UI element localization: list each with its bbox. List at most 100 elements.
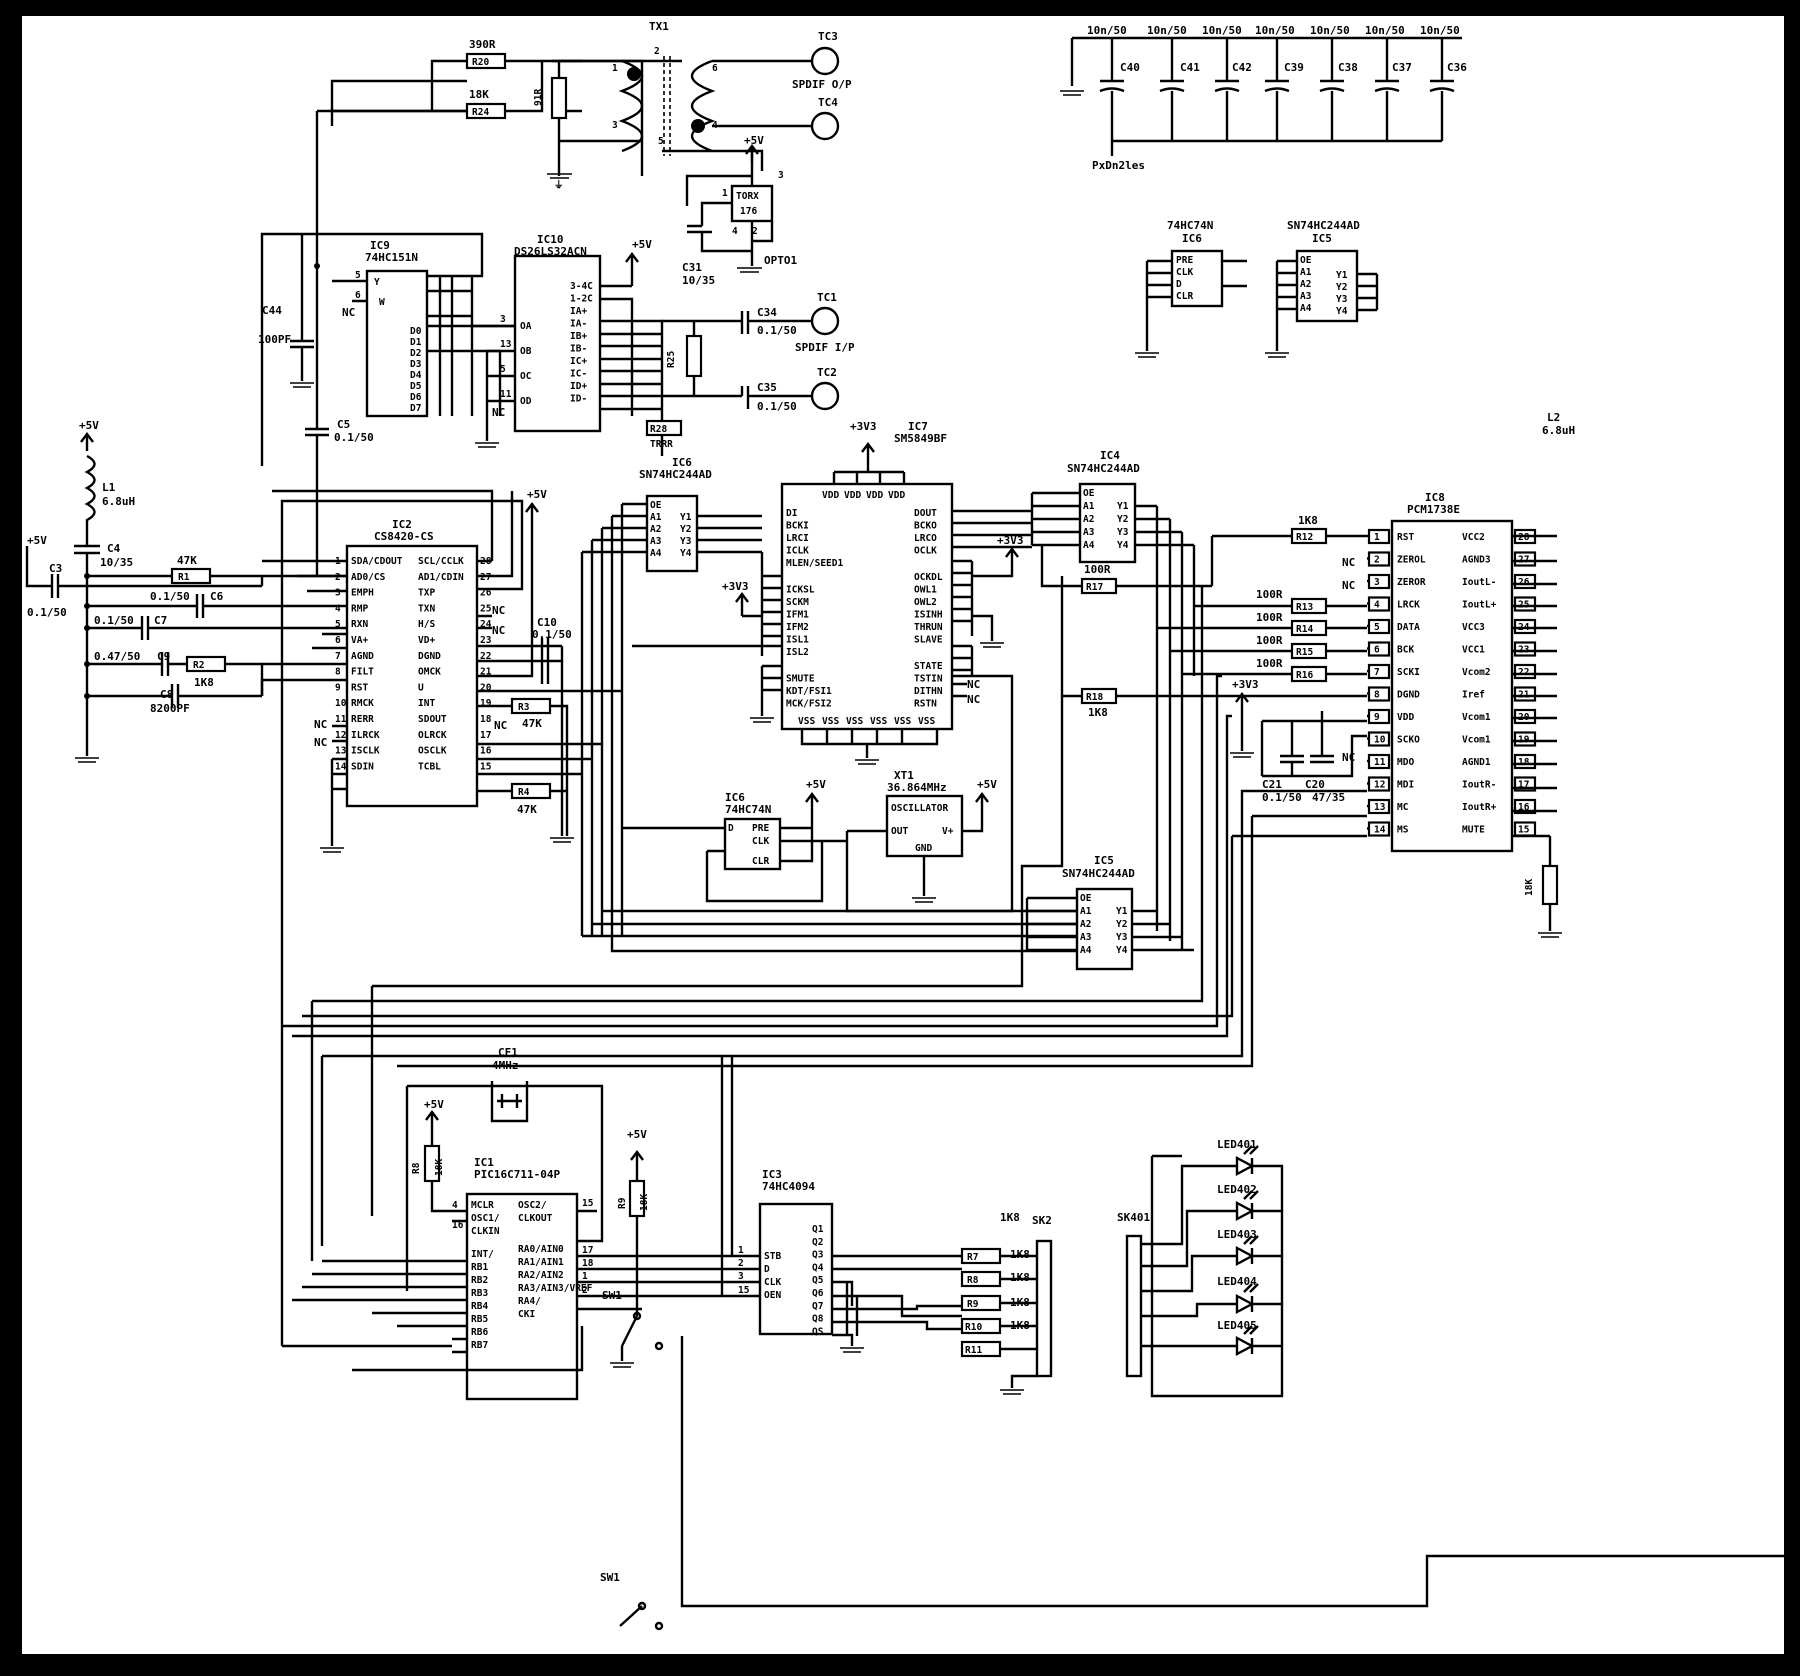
schematic-sheet: R20 390R R24 18K 91R ⏚ TX1 1 2 3 4 5 6 T… xyxy=(22,16,1784,1654)
svg-text:R8: R8 xyxy=(967,1275,979,1286)
resistor-r3 xyxy=(510,697,552,715)
svg-text:100R: 100R xyxy=(1256,588,1283,601)
ic3-pin-right-q4: Q4 xyxy=(812,1262,824,1273)
svg-text:1K8: 1K8 xyxy=(1010,1271,1030,1284)
led-symbol-3 xyxy=(1222,1235,1262,1266)
ic8-pin-num-1: 1 xyxy=(1374,532,1380,543)
ic3-pin-right-q7: Q7 xyxy=(812,1301,823,1312)
ic7-pin-right-4: OCKDL xyxy=(914,572,943,583)
svg-text:TORX: TORX xyxy=(736,191,759,202)
svg-text:Y3: Y3 xyxy=(1116,932,1128,943)
ic8-pin-num-14: 14 xyxy=(1374,825,1386,836)
ic2-pin-right-16: OSCLK xyxy=(418,746,447,757)
svg-text:3: 3 xyxy=(738,1271,744,1282)
ic1-pin-left-0: MCLR xyxy=(471,1200,494,1211)
svg-text:1K8: 1K8 xyxy=(1088,706,1108,719)
svg-text:18K: 18K xyxy=(1524,879,1535,896)
led-symbol-2 xyxy=(1222,1190,1262,1221)
svg-text:R9: R9 xyxy=(967,1299,979,1310)
svg-text:18K: 18K xyxy=(434,1159,445,1176)
ic1-pin-left-5: RB2 xyxy=(471,1275,488,1286)
svg-text:SN74HC244AD: SN74HC244AD xyxy=(1287,219,1360,232)
ic8-pin-box-16 xyxy=(1513,798,1537,815)
svg-text:C41: C41 xyxy=(1180,61,1200,74)
svg-text:Y2: Y2 xyxy=(1116,919,1127,930)
ic8-pin-9: VDD xyxy=(1397,712,1414,723)
svg-text:0.1/50: 0.1/50 xyxy=(757,324,797,337)
svg-text:NC: NC xyxy=(967,693,980,706)
cap-bank-plate-2 xyxy=(1214,79,1240,116)
svg-text:PRE: PRE xyxy=(1176,255,1193,266)
svg-text:C35: C35 xyxy=(757,381,777,394)
ic7-vss-4: VSS xyxy=(894,716,911,727)
connector-sk401-leds: SK401 LED401 LED402 LED403 LED404 LED405 xyxy=(1117,1138,1284,1398)
svg-text:Y3: Y3 xyxy=(1117,527,1129,538)
svg-text:C8: C8 xyxy=(160,688,173,701)
svg-text:A4: A4 xyxy=(1080,945,1092,956)
ic7-pin-right-7: ISINH xyxy=(914,610,943,621)
ic2-pin-left-5: RXN xyxy=(351,619,368,630)
svg-text:R12: R12 xyxy=(1296,532,1313,543)
c31-ref: C31 xyxy=(682,261,702,274)
svg-text:IC6: IC6 xyxy=(672,456,692,469)
ic2-pin-num-27: 27 xyxy=(480,572,491,583)
circuit-schematic: R20 390R R24 18K 91R ⏚ TX1 1 2 3 4 5 6 T… xyxy=(25,20,1784,1631)
ic8-pin-box-21 xyxy=(1513,686,1537,702)
ic7-vss-3: VSS xyxy=(870,716,887,727)
ic7-vss-0: VSS xyxy=(798,716,815,727)
ic8-pin-num-5: 5 xyxy=(1374,622,1380,633)
ic9-pin-d3: D3 xyxy=(410,359,422,370)
svg-text:C20: C20 xyxy=(1305,778,1325,791)
ic1-pin-right-2: RA0/AIN0 xyxy=(518,1244,564,1255)
svg-text:C36: C36 xyxy=(1447,61,1467,74)
svg-text:IC6: IC6 xyxy=(1182,232,1202,245)
svg-text:TRRR: TRRR xyxy=(650,439,673,450)
ic2-pin-right-23: VD+ xyxy=(418,635,435,646)
ic3-pin-right-q5: Q5 xyxy=(812,1275,824,1286)
ic10-ds26ls32acn: IC10 DS26LS32ACN OAOBOCOD3-4C1-2CIA+IA-I… xyxy=(472,233,855,456)
svg-text:IC1: IC1 xyxy=(474,1156,494,1169)
ic8-pin-num-18: 18 xyxy=(1518,757,1530,768)
svg-text:R16: R16 xyxy=(1296,670,1313,681)
svg-text:IC5: IC5 xyxy=(1094,854,1114,867)
svg-text:PxDn2les: PxDn2les xyxy=(1092,159,1145,172)
svg-text:L2: L2 xyxy=(1547,411,1560,424)
ic6-74hc74-mid: IC6 74HC74N PRE CLK D CLR +5V xyxy=(622,778,847,903)
ic8-pin-box-23 xyxy=(1513,641,1537,657)
svg-text:+3V3: +3V3 xyxy=(722,580,749,593)
svg-text:0.1/50: 0.1/50 xyxy=(27,606,67,619)
svg-text:NC: NC xyxy=(1342,579,1355,592)
svg-text:5: 5 xyxy=(500,364,506,375)
svg-text:W: W xyxy=(379,297,385,308)
ic3-pin-left-d: D xyxy=(764,1264,770,1275)
ic7-pin-right-10: STATE xyxy=(914,661,943,672)
svg-text:C37: C37 xyxy=(1392,61,1412,74)
svg-text:100PF: 100PF xyxy=(258,333,291,346)
svg-text:A4: A4 xyxy=(1083,540,1095,551)
svg-text:1: 1 xyxy=(738,1245,744,1256)
svg-text:0.1/50: 0.1/50 xyxy=(150,590,190,603)
svg-text:Y4: Y4 xyxy=(1116,945,1128,956)
ic10-pin-8: ID+ xyxy=(570,381,587,392)
ic10-pin-1: 1-2C xyxy=(570,294,593,305)
ic2-pin-left-14: SDIN xyxy=(351,761,374,772)
svg-text:TC1: TC1 xyxy=(817,291,837,304)
ic3-pin-right-q8: Q8 xyxy=(812,1314,824,1325)
svg-text:R10: R10 xyxy=(965,1322,982,1333)
svg-text:A4: A4 xyxy=(1300,303,1312,314)
ic7-pin-left-3: ICLK xyxy=(786,546,809,557)
ic8-pin-num-10: 10 xyxy=(1374,735,1386,746)
svg-text:LED403: LED403 xyxy=(1217,1228,1257,1241)
svg-text:+5V: +5V xyxy=(424,1098,444,1111)
svg-text:LED404: LED404 xyxy=(1217,1275,1257,1288)
oscillator-xt1: XT1 36.864MHz OSCILLATOR OUT V+ GND +5V xyxy=(845,674,1014,913)
svg-text:A1: A1 xyxy=(1080,906,1092,917)
opto-receiver: TORX 176 OPTO1 1 2 3 4 +5V C31 10/35 xyxy=(682,134,797,287)
svg-text:10n/50: 10n/50 xyxy=(1365,24,1405,37)
svg-text:4: 4 xyxy=(732,226,738,237)
ic2-pin-num-15: 15 xyxy=(480,761,492,772)
ic8-pin-14: MS xyxy=(1397,825,1409,836)
svg-text:Y1: Y1 xyxy=(680,512,692,523)
ic2-pin-num-22: 22 xyxy=(480,651,491,662)
svg-text:17: 17 xyxy=(582,1245,593,1256)
